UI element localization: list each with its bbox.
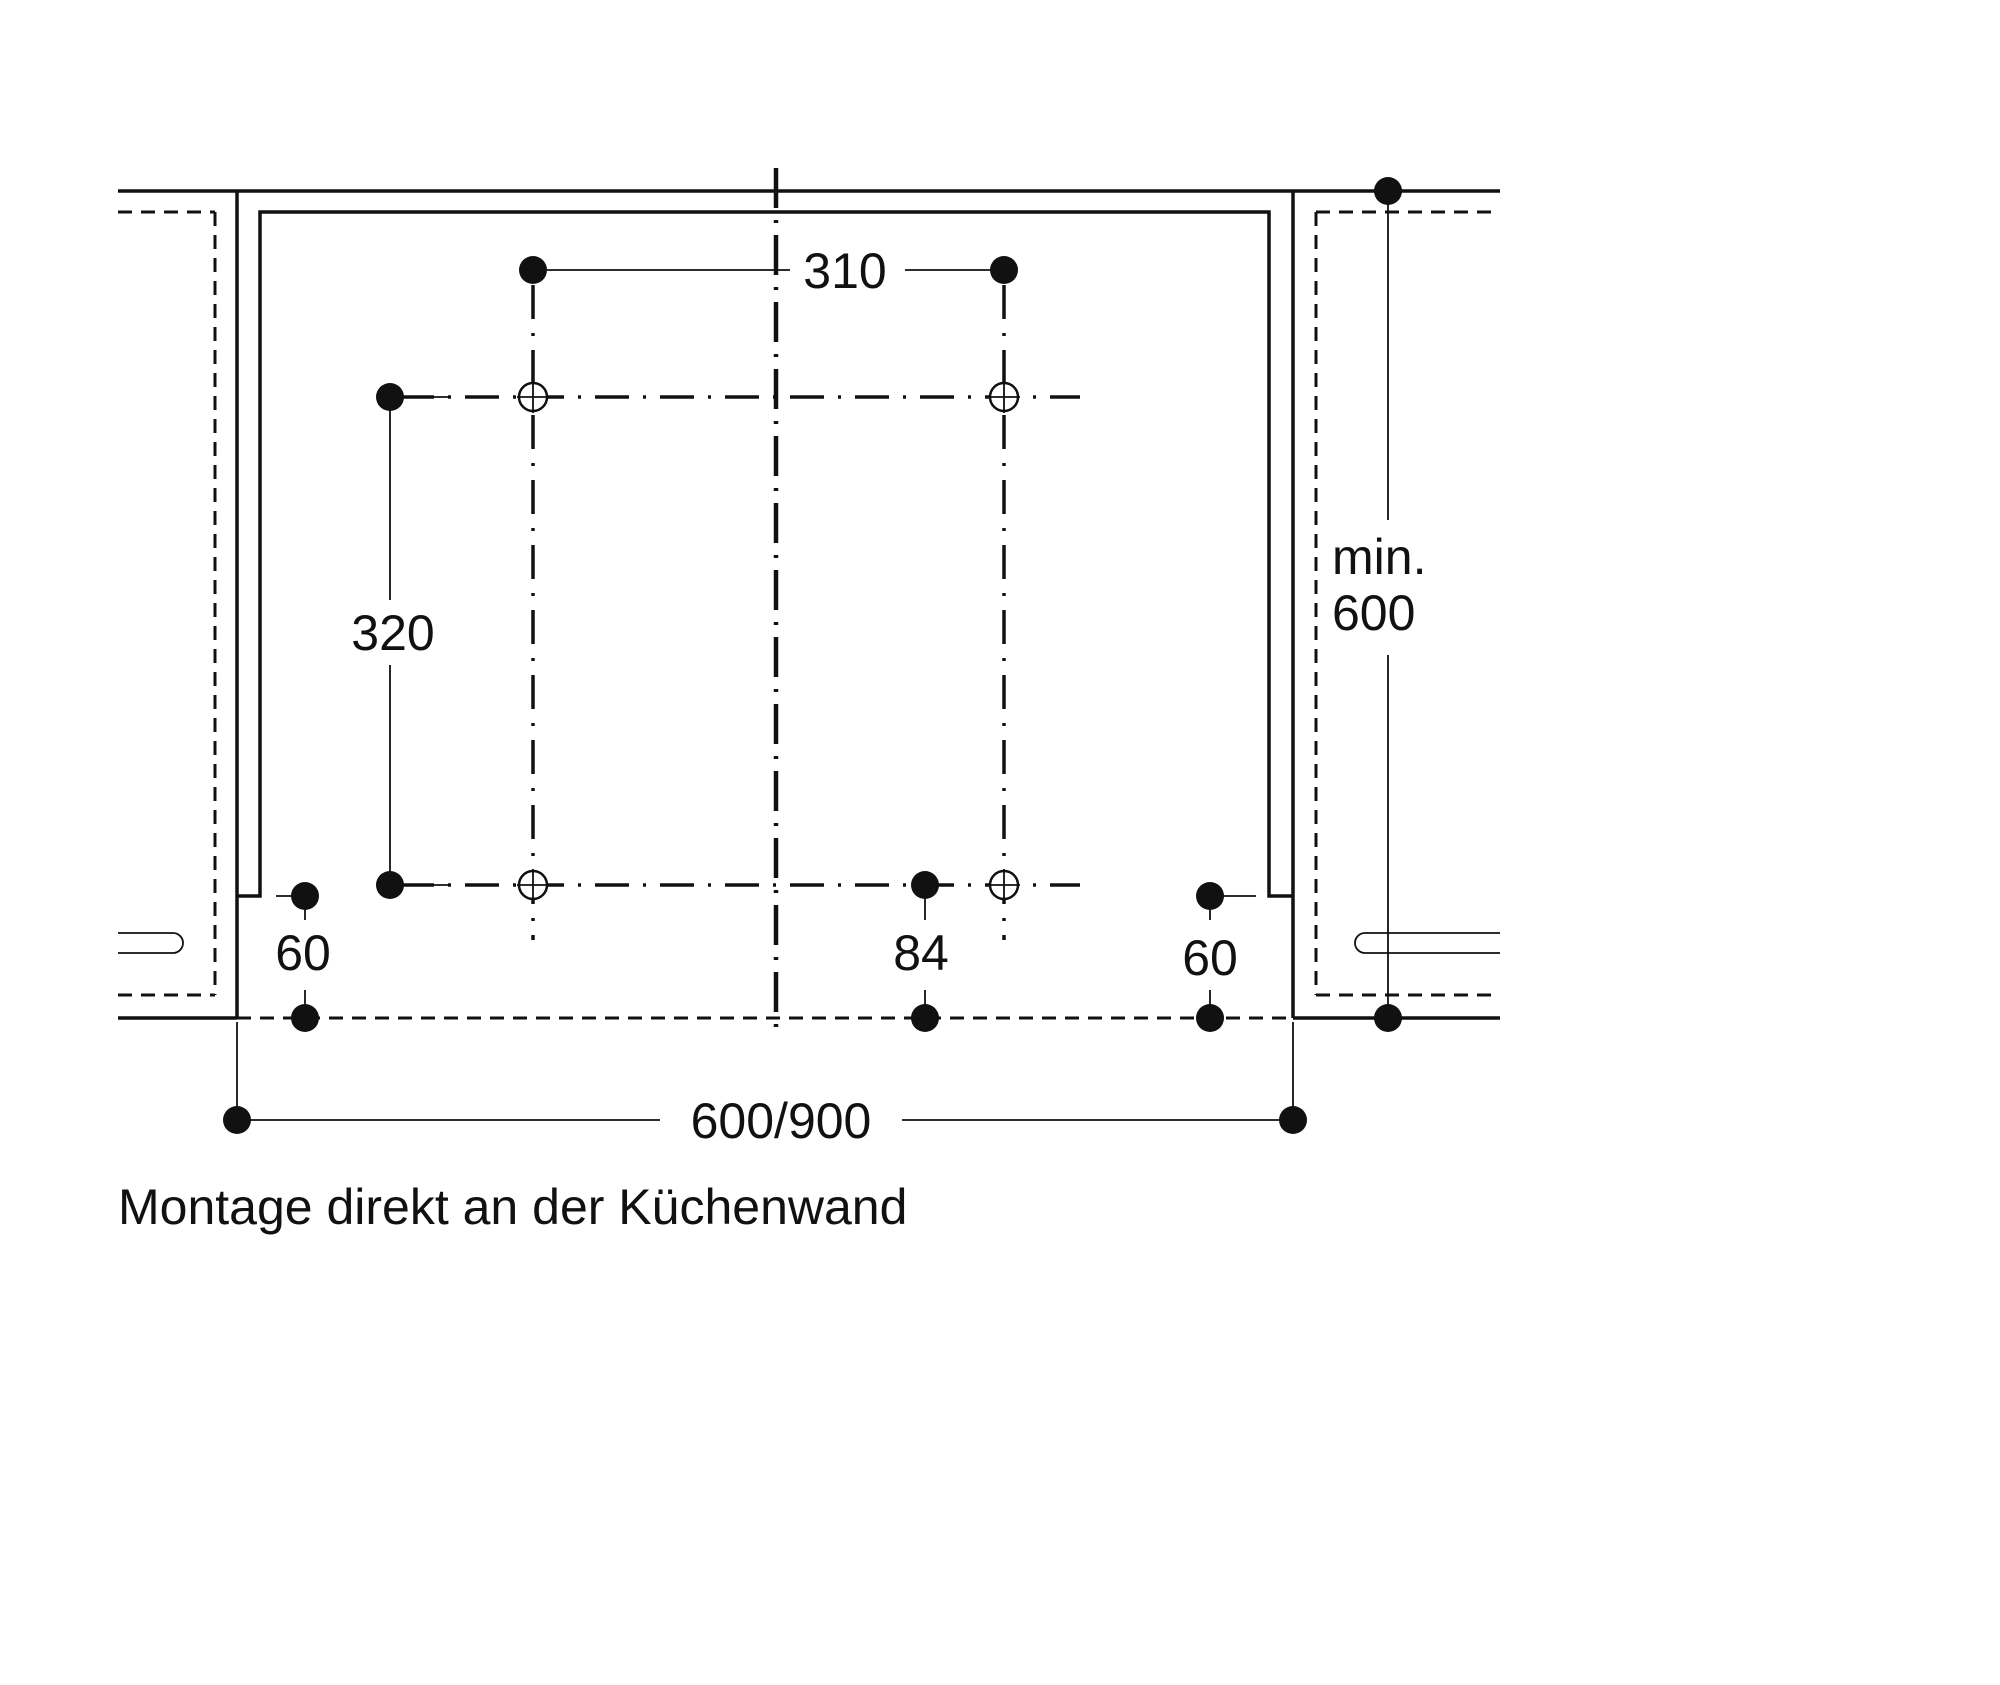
dimension-min-label: min. bbox=[1332, 529, 1426, 585]
dimension-310-label: 310 bbox=[803, 243, 886, 299]
dimension-310: 310 bbox=[519, 243, 1018, 299]
mounting-hole-top-right bbox=[988, 381, 1020, 413]
left-cabinet bbox=[118, 189, 237, 1020]
dimension-60-right: 60 bbox=[1182, 882, 1256, 1032]
dimension-600-900: 600/900 bbox=[223, 1022, 1307, 1149]
dimension-60-left-label: 60 bbox=[275, 925, 331, 981]
dimension-84-label: 84 bbox=[893, 925, 949, 981]
dimension-600-900-label: 600/900 bbox=[691, 1093, 872, 1149]
dimension-min-600: min. 600 bbox=[1332, 177, 1426, 1032]
right-cabinet-handle bbox=[1354, 932, 1500, 954]
diagram-caption: Montage direkt an der Küchenwand bbox=[118, 1179, 908, 1235]
mounting-hole-bottom-right bbox=[988, 869, 1020, 901]
hole-axes bbox=[400, 285, 1080, 940]
dimension-60-left: 60 bbox=[275, 882, 331, 1032]
dimension-320-label: 320 bbox=[351, 605, 434, 661]
mounting-hole-bottom-left bbox=[517, 869, 549, 901]
hood-outline bbox=[237, 210, 1293, 898]
left-cabinet-handle bbox=[118, 932, 184, 954]
dimension-84: 84 bbox=[893, 871, 949, 1032]
niche-outline bbox=[235, 189, 1295, 1020]
mounting-holes bbox=[517, 381, 1020, 901]
dimension-320: 320 bbox=[351, 383, 448, 899]
dimension-600-label: 600 bbox=[1332, 585, 1415, 641]
dimension-60-right-label: 60 bbox=[1182, 930, 1238, 986]
mounting-hole-top-left bbox=[517, 381, 549, 413]
